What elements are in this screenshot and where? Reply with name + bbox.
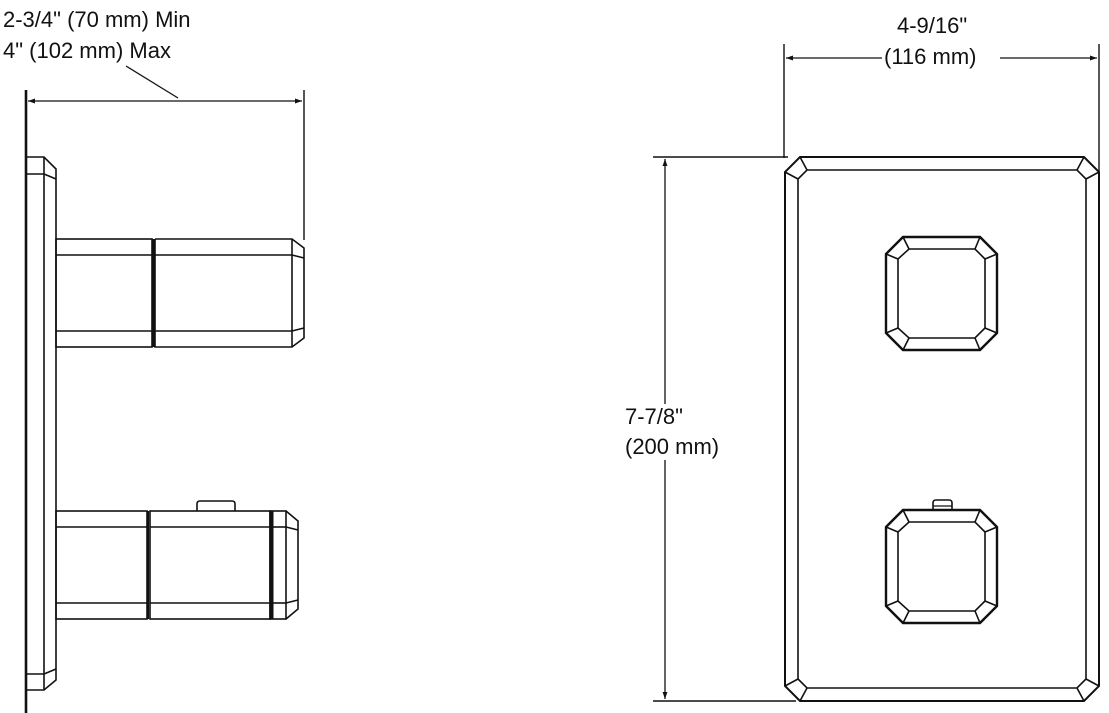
lower-knob-tab bbox=[932, 499, 953, 510]
width-imperial-label: 4-9/16" bbox=[897, 13, 968, 38]
upper-handle-side bbox=[55, 238, 305, 348]
trim-plate-front bbox=[784, 156, 1100, 702]
lower-handle-tab bbox=[196, 500, 236, 511]
leader-line bbox=[125, 65, 179, 99]
depth-max-label: 4" (102 mm) Max bbox=[3, 38, 171, 63]
height-metric-label: (200 mm) bbox=[623, 434, 722, 460]
front-view bbox=[653, 44, 1100, 702]
depth-min-label: 2-3/4" (70 mm) Min bbox=[3, 7, 191, 32]
trim-plate-side bbox=[26, 156, 57, 691]
lower-handle-side bbox=[55, 500, 299, 620]
height-imperial-label: 7-7/8" bbox=[625, 404, 683, 429]
lower-knob-front bbox=[884, 499, 999, 625]
width-metric-label: (116 mm) bbox=[882, 44, 979, 70]
upper-knob-front bbox=[884, 235, 999, 352]
side-view bbox=[24, 65, 305, 713]
